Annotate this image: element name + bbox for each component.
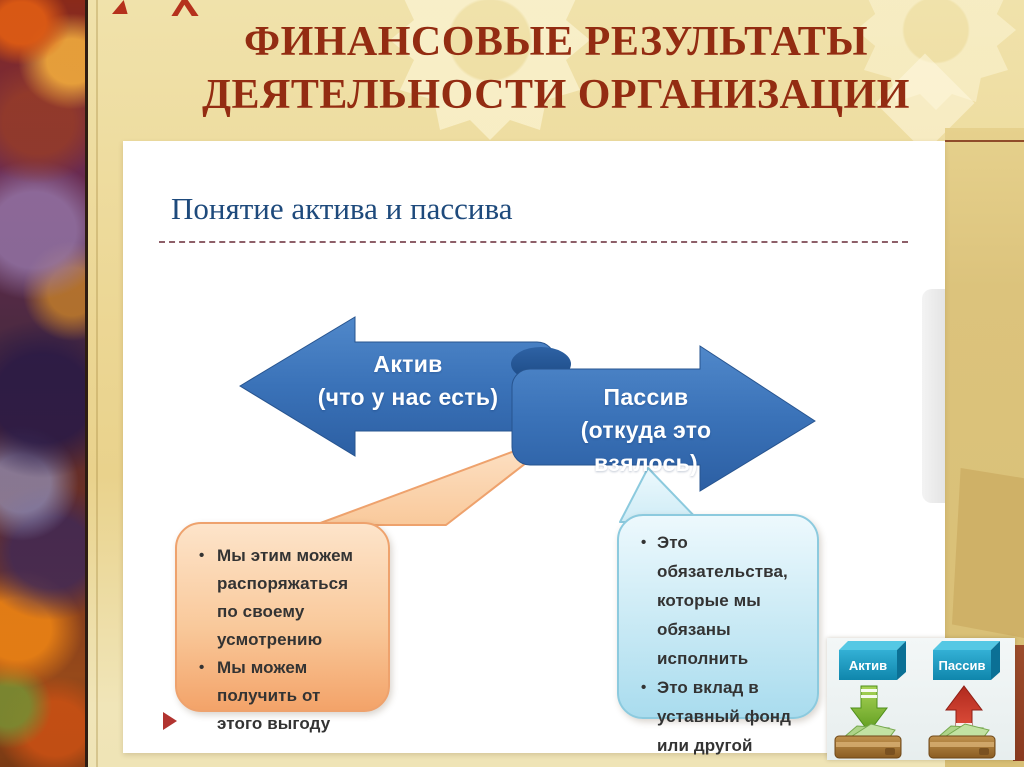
liability-arrow-title: Пассив bbox=[603, 384, 689, 410]
down-arrow-icon bbox=[850, 685, 888, 733]
dashed-divider bbox=[159, 241, 908, 243]
asset-callout-list: Мы этим можем распоряжаться по своему ус… bbox=[177, 524, 388, 738]
liability-box-label: Пассив bbox=[938, 658, 985, 673]
asset-arrow-label: Актив (что у нас есть) bbox=[293, 348, 523, 414]
list-item: Это обязательства, которые мы обязаны ис… bbox=[633, 528, 805, 673]
liability-wallet-icon bbox=[928, 723, 996, 759]
corner-red-strip bbox=[1013, 645, 1024, 761]
left-strip-divider bbox=[96, 0, 98, 767]
asset-box-label: Актив bbox=[849, 658, 887, 673]
list-item: Мы можем получить от этого выгоду bbox=[191, 654, 361, 738]
liability-arrow-shape bbox=[511, 345, 816, 492]
gray-gear-edge-decoration bbox=[922, 289, 945, 503]
panel-top-edge-line bbox=[945, 140, 1024, 142]
asset-arrow-title: Актив bbox=[373, 351, 443, 377]
right-background-patch bbox=[952, 468, 1024, 638]
liability-callout: Это обязательства, которые мы обязаны ис… bbox=[617, 514, 819, 767]
content-panel: Понятие актива и пассива bbox=[123, 141, 945, 767]
list-item: Мы этим можем распоряжаться по своему ус… bbox=[191, 542, 361, 654]
liability-arrow-subtitle: (откуда это взялось) bbox=[580, 417, 712, 476]
red-decoration-mark bbox=[171, 0, 199, 16]
section-heading: Понятие актива и пассива bbox=[171, 191, 513, 226]
left-collage-strip bbox=[0, 0, 88, 767]
asset-wallet-icon bbox=[834, 723, 902, 759]
asset-liability-inset-image: Актив Пассив bbox=[827, 638, 1015, 760]
slide-title-line2: ДЕЯТЕЛЬНОСТИ ОРГАНИЗАЦИИ bbox=[202, 72, 910, 118]
liability-arrow-label: Пассив (откуда это взялось) bbox=[560, 381, 732, 480]
asset-arrow-subtitle: (что у нас есть) bbox=[317, 384, 499, 410]
asset-callout-tail bbox=[314, 431, 567, 526]
asset-3d-box: Актив bbox=[839, 641, 906, 680]
inset-image-graphic: Актив Пассив bbox=[834, 641, 1000, 759]
slide-title: ФИНАНСОВЫЕ РЕЗУЛЬТАТЫ ДЕЯТЕЛЬНОСТИ ОРГАН… bbox=[95, 16, 1017, 122]
arrows-diagram bbox=[239, 316, 816, 526]
triangle-bullet-icon bbox=[163, 712, 177, 730]
liability-callout-list: Это обязательства, которые мы обязаны ис… bbox=[619, 516, 817, 767]
liability-3d-box: Пассив bbox=[933, 641, 1000, 680]
slide-title-line1: ФИНАНСОВЫЕ РЕЗУЛЬТАТЫ bbox=[244, 19, 868, 65]
red-decoration-mark bbox=[112, 0, 128, 14]
list-item: Это вклад в уставный фонд или другой ист… bbox=[633, 673, 805, 767]
asset-callout: Мы этим можем распоряжаться по своему ус… bbox=[175, 522, 390, 733]
